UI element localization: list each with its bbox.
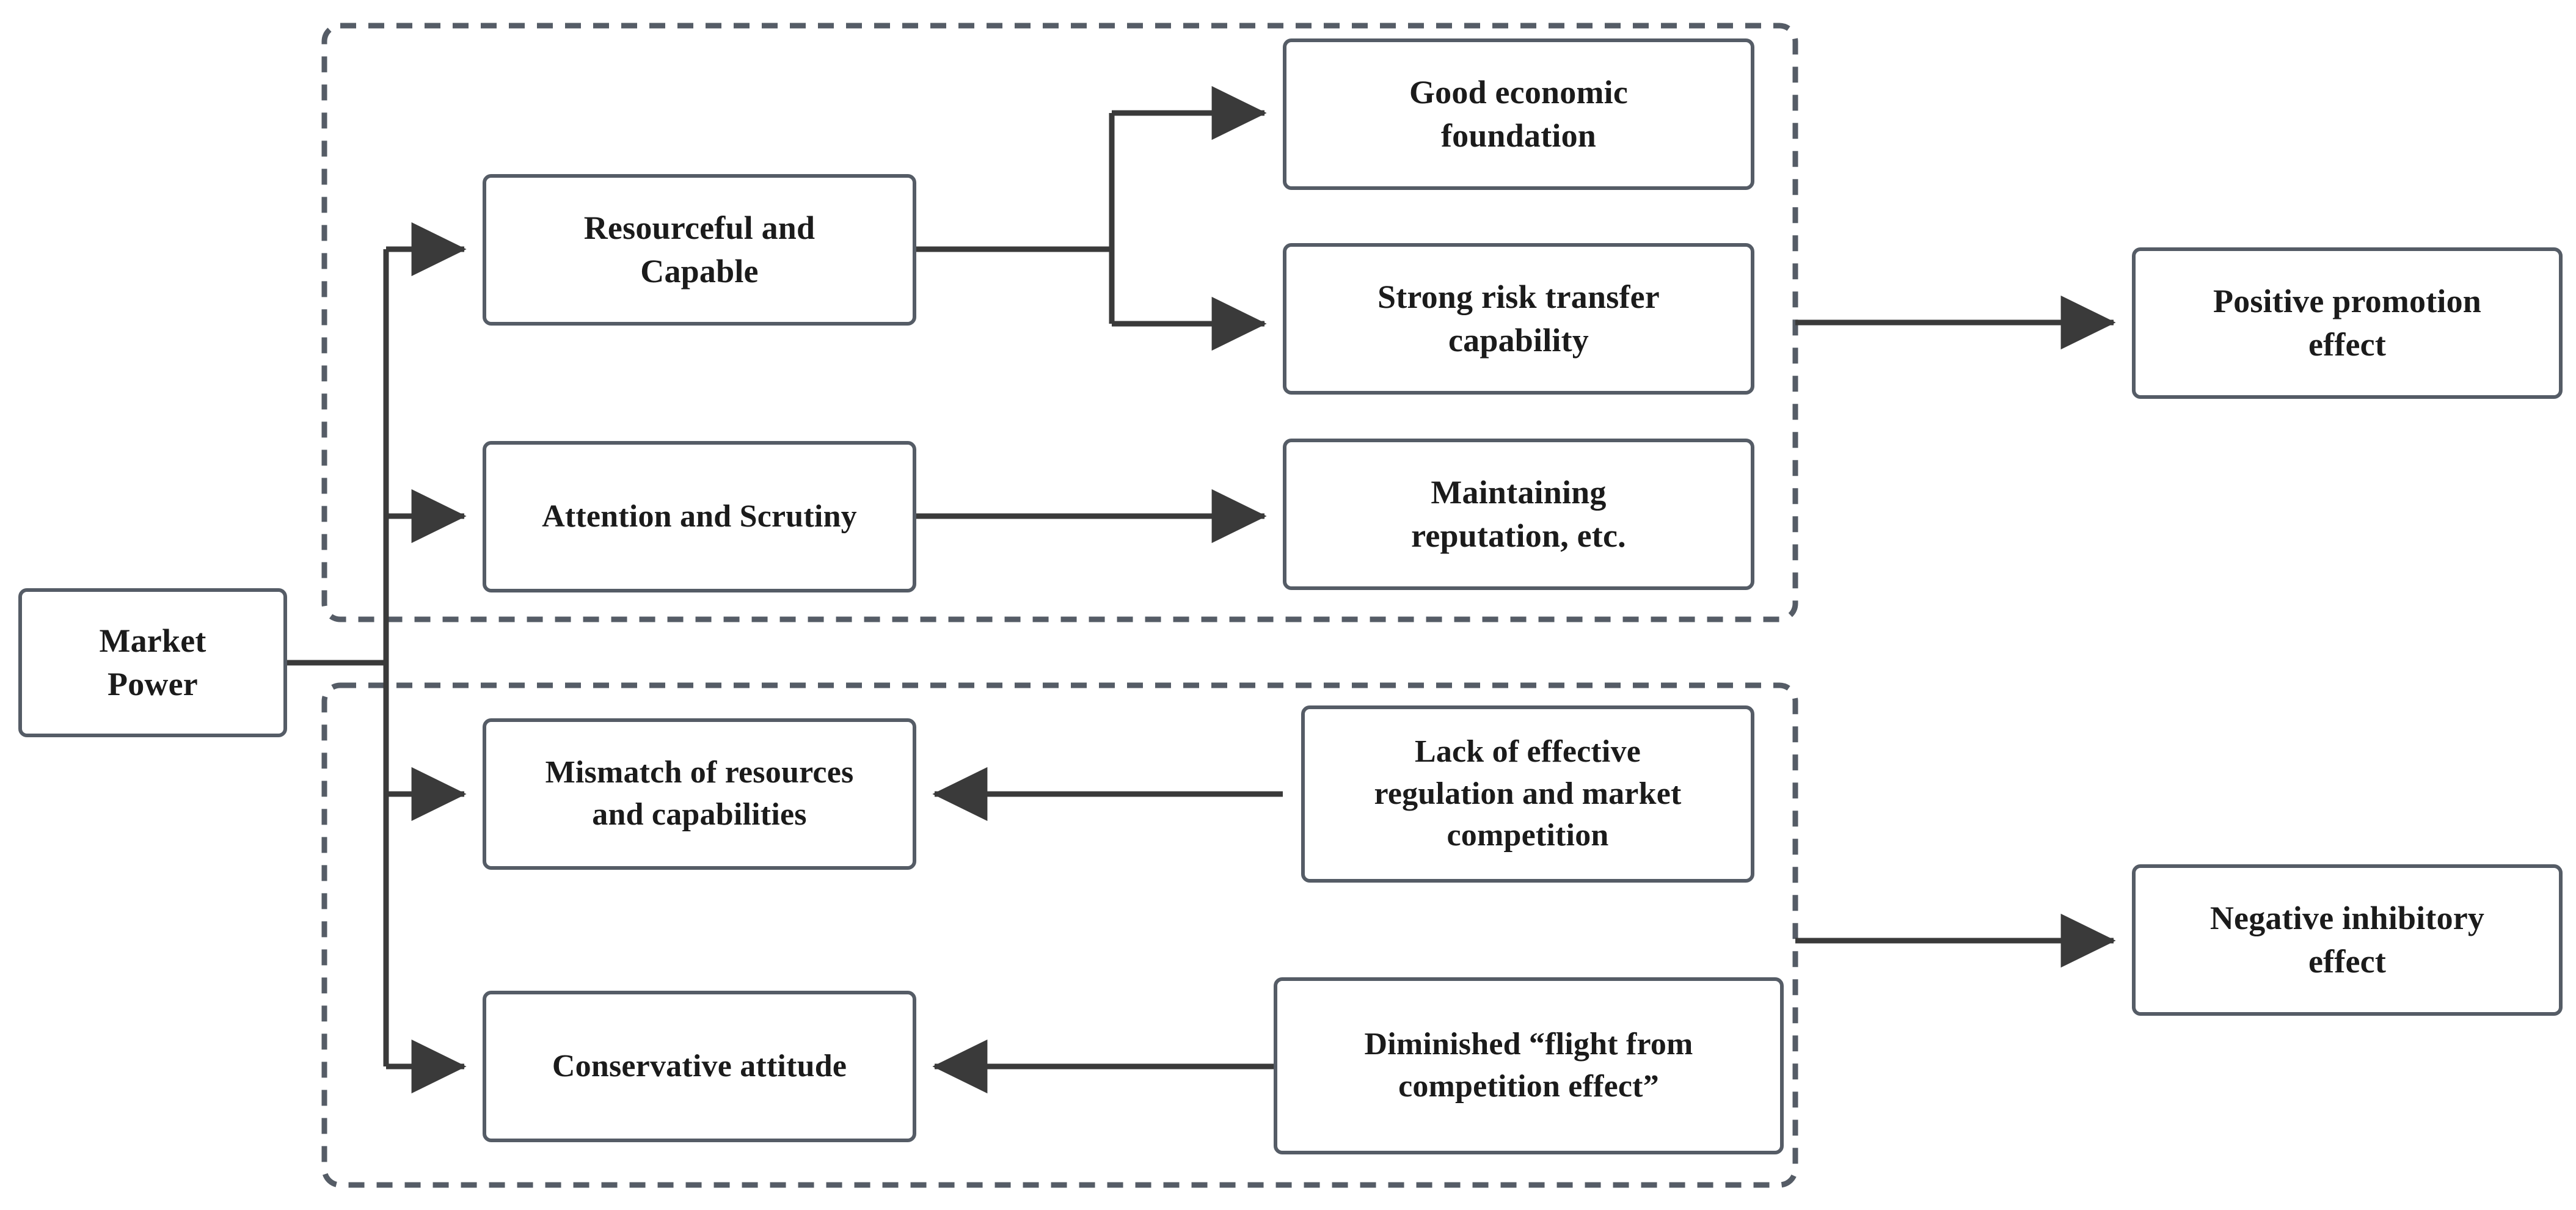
node-attention-and-scrutiny[interactable]: Attention and Scrutiny <box>483 441 916 592</box>
negative-group-frame <box>321 682 1798 1188</box>
node-conservative-attitude[interactable]: Conservative attitude <box>483 991 916 1142</box>
node-conservative-attitude-label: Conservative attitude <box>552 1048 847 1084</box>
node-attention-and-scrutiny-label: Attention and Scrutiny <box>542 498 857 534</box>
